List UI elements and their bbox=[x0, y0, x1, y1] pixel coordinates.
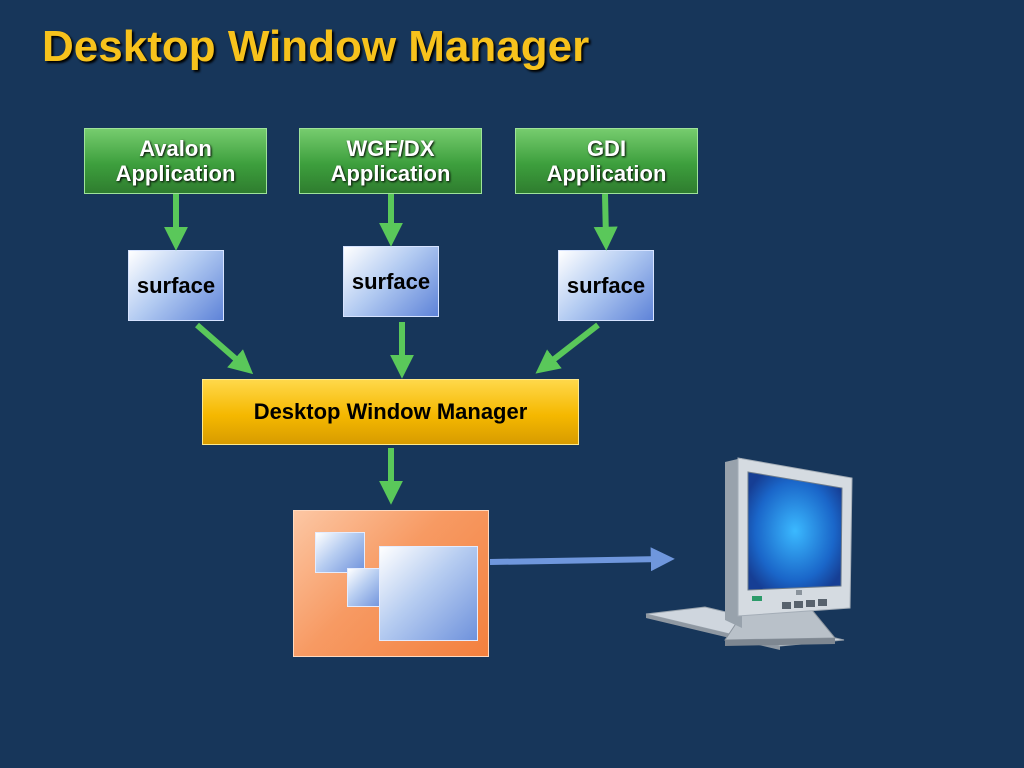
wgf-dx-application-box: WGF/DX Application bbox=[299, 128, 482, 194]
avalon-application-box: Avalon Application bbox=[84, 128, 267, 194]
arrow-surface-gdi-to-dwm bbox=[535, 322, 600, 374]
composited-desktop-image bbox=[293, 510, 489, 657]
arrow-gdi-to-surface bbox=[593, 193, 618, 251]
composited-window-large bbox=[379, 546, 478, 641]
arrow-surface-avalon-to-dwm bbox=[195, 322, 254, 375]
dwm-label: Desktop Window Manager bbox=[253, 399, 528, 424]
app-name: Avalon bbox=[139, 136, 212, 161]
app-type: Application bbox=[115, 161, 236, 186]
surface-box-avalon: surface bbox=[128, 250, 224, 321]
app-type: Application bbox=[546, 161, 667, 186]
surface-label: surface bbox=[566, 272, 646, 298]
composited-window-small bbox=[315, 532, 365, 573]
surface-label: surface bbox=[136, 272, 216, 298]
desktop-window-manager-box: Desktop Window Manager bbox=[202, 379, 579, 445]
gdi-application-box: GDI Application bbox=[515, 128, 698, 194]
surface-box-wgf-dx: surface bbox=[343, 246, 439, 317]
slide-title: Desktop Window Manager bbox=[42, 22, 590, 71]
composited-window-middle bbox=[347, 568, 383, 607]
arrow-composite-to-monitor bbox=[489, 547, 675, 572]
surface-box-gdi: surface bbox=[558, 250, 654, 321]
surface-label: surface bbox=[351, 268, 431, 294]
app-name: GDI bbox=[586, 136, 627, 161]
app-name: WGF/DX bbox=[346, 136, 435, 161]
app-type: Application bbox=[330, 161, 451, 186]
crt-monitor-icon bbox=[645, 457, 853, 650]
